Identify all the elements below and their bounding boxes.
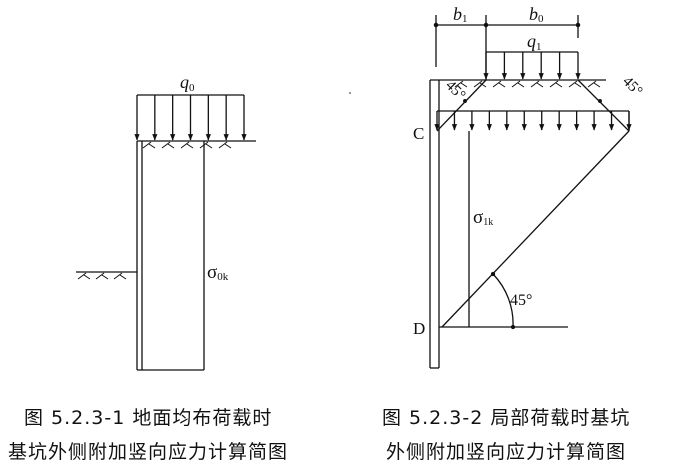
dim-tick-left xyxy=(433,22,439,28)
label-angle-bottom: 45° xyxy=(510,292,532,309)
soil-hatch-mark xyxy=(199,141,213,149)
soil-hatch-mark xyxy=(180,141,194,149)
soil-hatch-mark xyxy=(142,141,156,149)
label-point-d: D xyxy=(413,319,425,338)
soil-hatch-mark xyxy=(549,80,563,88)
label-angle-right: 45° xyxy=(619,74,645,100)
figure-1-uniform-load xyxy=(76,94,256,371)
soil-hatch-mark xyxy=(530,80,544,88)
dim-tick-mid xyxy=(483,22,489,28)
arc-tick-top xyxy=(490,271,496,277)
label-q1: q1 xyxy=(527,31,542,53)
dim-tick-right xyxy=(575,22,581,28)
label-b0: b0 xyxy=(529,4,544,25)
load-arrows-q1 xyxy=(483,52,581,80)
label-sigma-0k: σ0k xyxy=(207,262,229,283)
soil-hatch-mark xyxy=(95,272,109,280)
soil-hatch-mark xyxy=(587,80,601,88)
soil-hatch-mark xyxy=(492,80,506,88)
soil-hatch-mark xyxy=(473,80,487,88)
soil-hatch-mark xyxy=(454,80,468,88)
diagonal-line-to-d xyxy=(441,130,630,328)
soil-hatch-mark xyxy=(77,272,91,280)
load-arrows-q0 xyxy=(134,95,247,141)
label-sigma-1k: σ1k xyxy=(473,207,493,228)
caption-figure-2-line-1: 图 5.2.3-2 局部荷载时基坑 xyxy=(382,407,631,429)
distributed-load-arrows xyxy=(434,111,632,131)
soil-hatch-mark xyxy=(511,80,525,88)
caption-figure-1-line-2: 基坑外侧附加竖向应力计算简图 xyxy=(8,441,289,463)
ground-hatching-top xyxy=(142,141,232,149)
stray-dot xyxy=(349,92,351,94)
ground-hatching-excavation xyxy=(77,272,127,280)
label-point-c: C xyxy=(413,124,424,143)
soil-hatch-mark xyxy=(218,141,232,149)
figure-2-local-load xyxy=(429,15,632,369)
spread-tick-left xyxy=(463,99,467,103)
arc-tick-bottom xyxy=(510,324,516,330)
spread-tick-right xyxy=(598,99,602,103)
caption-figure-2-line-2: 外侧附加竖向应力计算简图 xyxy=(386,441,627,463)
soil-hatch-mark xyxy=(113,272,127,280)
soil-hatch-mark xyxy=(161,141,175,149)
spread-line-right-45 xyxy=(577,79,630,132)
ground-hatching-top xyxy=(454,80,601,88)
spread-line-left-45 xyxy=(436,79,487,132)
label-b1: b1 xyxy=(453,4,468,25)
angle-arc-45 xyxy=(492,273,514,328)
label-q0: q0 xyxy=(180,72,195,94)
caption-figure-1-line-1: 图 5.2.3-1 地面均布荷载时 xyxy=(24,407,273,429)
soil-hatch-mark xyxy=(568,80,582,88)
